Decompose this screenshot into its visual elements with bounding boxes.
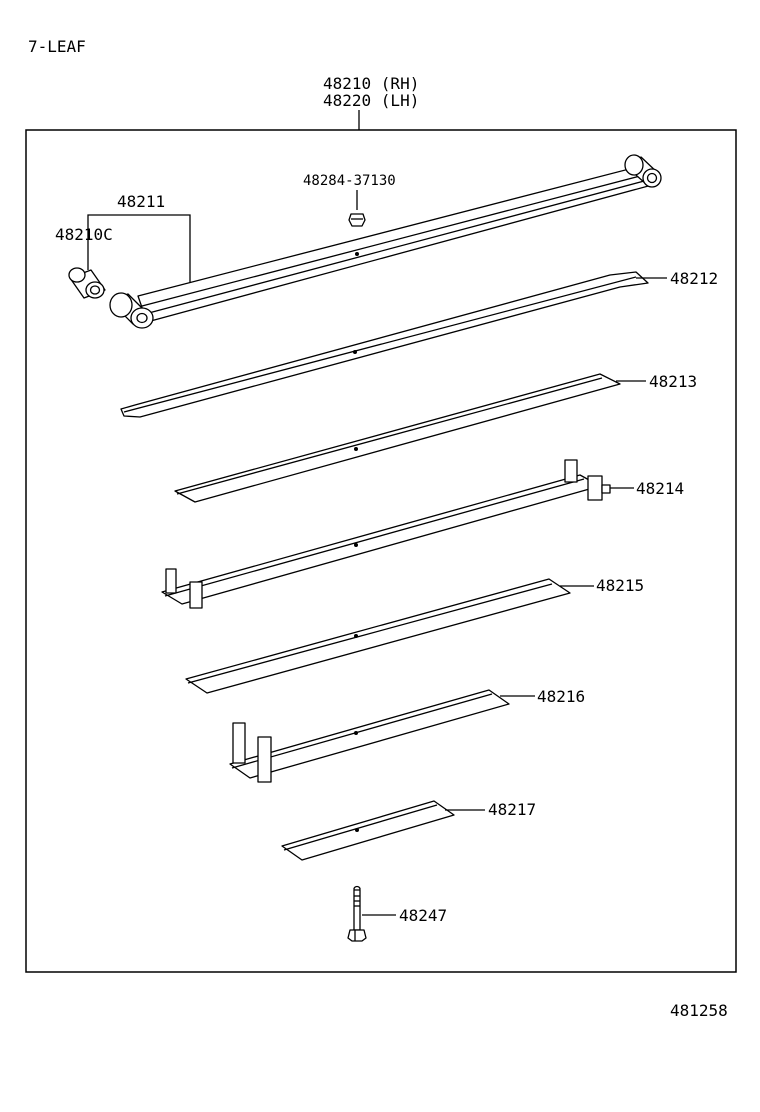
leaf-2 [120, 271, 649, 418]
leaf-2-label: 48212 [670, 269, 718, 288]
leaf-3-label: 48213 [649, 372, 697, 391]
leaf-5 [185, 578, 571, 694]
leaf-6 [229, 689, 510, 783]
leaf-4-label: 48214 [636, 479, 684, 498]
figure-number: 481258 [670, 1001, 728, 1020]
configuration-label: 7-LEAF [28, 37, 86, 56]
leaf-6-label: 48216 [537, 687, 585, 706]
assembly-part-rh-label: 48210 (RH) [323, 74, 419, 93]
center-bolt [347, 885, 367, 942]
leaf-4 [161, 459, 611, 609]
nut [348, 213, 366, 227]
center-bolt-label: 48247 [399, 906, 447, 925]
assembly-part-lh-label: 48220 (LH) [323, 91, 419, 110]
assembly-frame [25, 129, 737, 973]
bushing-group-leader [87, 214, 191, 292]
leaf-3 [174, 373, 621, 503]
bushing-group-label: 48211 [117, 192, 165, 211]
bushing [68, 267, 106, 299]
nut-part-label: 48284-37130 [303, 173, 396, 189]
leaf-7 [281, 800, 455, 861]
main-leaf [109, 154, 662, 329]
leaf-5-label: 48215 [596, 576, 644, 595]
bushing-label: 48210C [55, 225, 113, 244]
leaf-7-label: 48217 [488, 800, 536, 819]
